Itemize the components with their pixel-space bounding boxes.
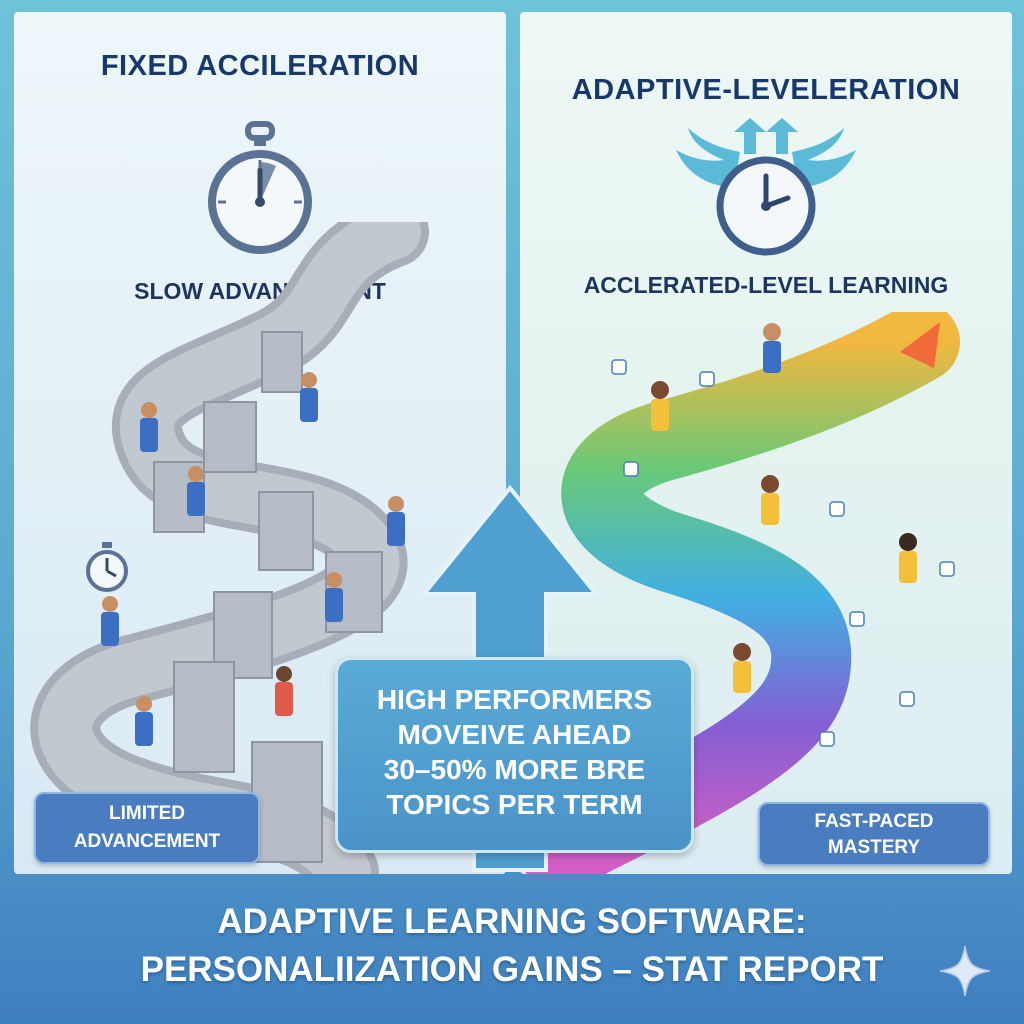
- callout-line3: 30–50% MORE BRE: [383, 754, 646, 785]
- fast-paced-mastery-label: FAST-PACED MASTERY: [758, 802, 990, 866]
- right-panel-title: ADAPTIVE-LEVELERATION: [571, 74, 961, 106]
- stopwatch-icon: [208, 121, 312, 254]
- footer-line1: ADAPTIVE LEARNING SOFTWARE:: [217, 902, 807, 941]
- right-label-line2: MASTERY: [827, 837, 921, 858]
- footer-line2: PERSONALIIZATION GAINS – STAT REPORT: [140, 950, 884, 989]
- winged-clock-icon: [676, 118, 856, 256]
- callout-line4: TOPICS PER TERM: [386, 789, 643, 820]
- sparkle-icon: [939, 945, 991, 997]
- left-label-line1: LIMITED: [109, 803, 185, 824]
- rainbow-path-illustration: [520, 312, 960, 874]
- stopwatch-small-icon: [86, 542, 128, 592]
- callout-line2: MOVEIVE AHEAD: [397, 719, 632, 750]
- left-panel-fixed: FIXED ACCILERATION SLOW ADVANCEMENT: [14, 12, 506, 874]
- callout-line1: HIGH PERFORMERS: [376, 684, 653, 715]
- stone-path-illustration: [30, 222, 429, 874]
- right-label-line1: FAST-PACED: [814, 811, 934, 832]
- left-panel-title: FIXED ACCILERATION: [100, 50, 420, 82]
- stat-callout: HIGH PERFORMERS MOVEIVE AHEAD 30–50% MOR…: [335, 657, 694, 853]
- right-panel-subtitle: ACCLERATED-LEVEL LEARNING: [583, 272, 949, 298]
- left-label-line2: ADVANCEMENT: [73, 831, 221, 852]
- limited-advancement-label: LIMITED ADVANCEMENT: [34, 792, 260, 864]
- footer-title: ADAPTIVE LEARNING SOFTWARE: PERSONALIIZA…: [0, 898, 1024, 994]
